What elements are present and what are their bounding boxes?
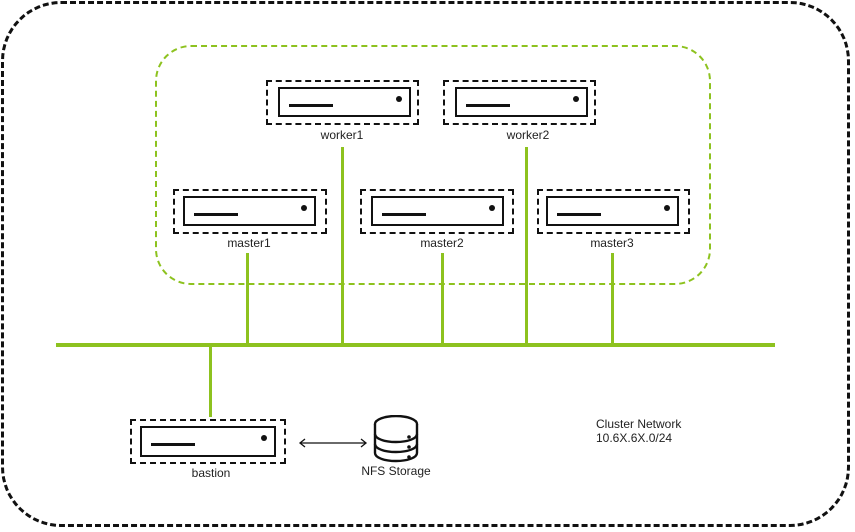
connector-worker1 <box>341 147 344 345</box>
server-icon <box>183 196 316 226</box>
storage-label: NFS Storage <box>361 464 431 478</box>
server-bar <box>466 104 510 107</box>
server-icon <box>455 87 588 117</box>
node-label: master3 <box>590 236 634 250</box>
connector-master3 <box>611 253 614 345</box>
network-info: Cluster Network 10.6X.6X.0/24 <box>596 417 681 445</box>
server-icon <box>546 196 679 226</box>
connector-worker2 <box>525 147 528 345</box>
server-led <box>573 96 579 102</box>
connector-bastion <box>209 345 212 417</box>
node-label: bastion <box>191 466 231 480</box>
node-label: worker2 <box>506 128 550 142</box>
server-bar <box>557 213 601 216</box>
network-name: Cluster Network <box>596 417 682 431</box>
server-icon <box>278 87 411 117</box>
network-bus <box>56 343 775 347</box>
server-bar <box>151 443 195 446</box>
node-frame <box>173 189 327 234</box>
node-frame <box>266 80 419 125</box>
server-led <box>261 435 267 441</box>
server-led <box>489 205 495 211</box>
server-icon <box>371 196 504 226</box>
node-label: master1 <box>227 236 271 250</box>
server-bar <box>194 213 238 216</box>
storage-link-arrow <box>297 436 369 450</box>
server-led <box>664 205 670 211</box>
server-bar <box>382 213 426 216</box>
node-frame <box>443 80 596 125</box>
node-frame <box>537 189 690 234</box>
node-label: worker1 <box>320 128 364 142</box>
server-bar <box>289 104 333 107</box>
connector-master2 <box>441 253 444 345</box>
server-icon <box>140 426 276 457</box>
node-frame <box>360 189 514 234</box>
node-label: master2 <box>420 236 464 250</box>
double-arrow-icon <box>298 438 368 448</box>
cluster-group-boundary <box>155 45 711 285</box>
server-led <box>396 96 402 102</box>
database-icon <box>372 414 420 463</box>
node-frame <box>130 419 286 464</box>
connector-master1 <box>246 253 249 345</box>
network-cidr: 10.6X.6X.0/24 <box>596 431 673 445</box>
server-led <box>301 205 307 211</box>
